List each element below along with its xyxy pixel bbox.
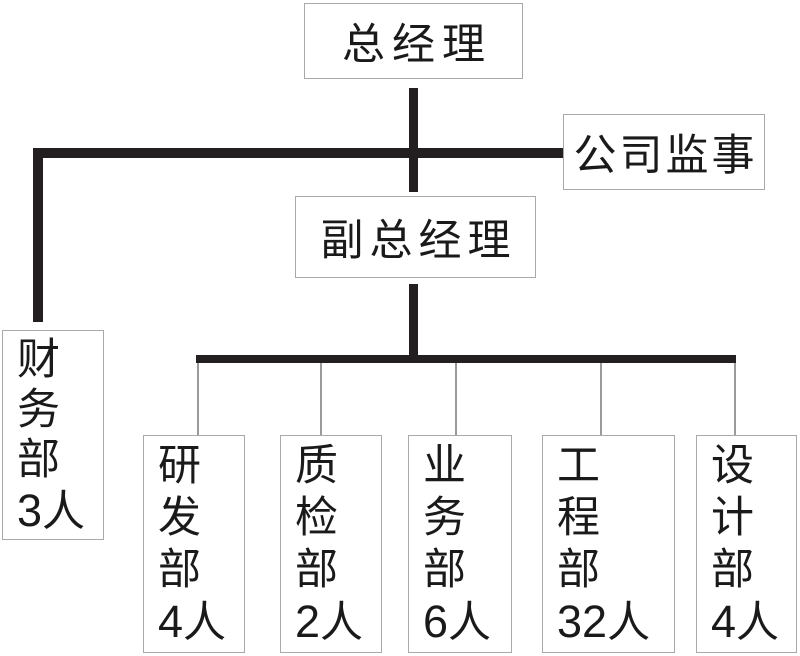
node-engineering-department: 工 程 部 32人	[542, 435, 675, 653]
node-design-char: 部	[711, 545, 754, 595]
node-finance-char: 部	[17, 435, 60, 485]
node-general-manager-label: 总经理	[342, 20, 492, 70]
connector-drop-engineering	[600, 363, 602, 435]
node-finance-department: 财 务 部 3人	[2, 330, 104, 540]
node-business-char: 务	[423, 493, 466, 543]
node-design-headcount: 4人	[711, 596, 780, 648]
connector-supervisor-horizontal	[33, 148, 563, 158]
node-design-char: 设	[711, 441, 754, 491]
node-company-supervisor-label: 公司监事	[573, 131, 758, 181]
node-finance-headcount: 3人	[17, 485, 86, 537]
node-business-char: 部	[423, 545, 466, 595]
node-rd-department: 研 发 部 4人	[143, 435, 245, 653]
node-general-manager: 总经理	[304, 3, 523, 79]
node-engineering-headcount: 32人	[557, 596, 651, 648]
node-business-headcount: 6人	[423, 596, 492, 648]
node-rd-headcount: 4人	[158, 596, 227, 648]
node-finance-char: 财	[17, 335, 60, 385]
node-company-supervisor: 公司监事	[563, 114, 765, 190]
node-qc-char: 质	[295, 441, 338, 491]
node-design-char: 计	[711, 493, 754, 543]
connector-departments-bus	[196, 355, 736, 363]
node-finance-char: 务	[17, 385, 60, 435]
node-engineering-char: 程	[557, 493, 600, 543]
connector-drop-qc	[320, 363, 322, 435]
node-engineering-char: 部	[557, 545, 600, 595]
connector-drop-business	[455, 363, 457, 435]
node-qc-headcount: 2人	[295, 596, 364, 648]
node-engineering-char: 工	[557, 441, 600, 491]
node-design-department: 设 计 部 4人	[696, 435, 797, 653]
connector-deputy-to-bus	[409, 284, 418, 363]
node-rd-char: 研	[158, 441, 201, 491]
connector-gm-to-deputy	[409, 88, 418, 192]
node-business-char: 业	[423, 441, 466, 491]
node-deputy-general-manager-label: 副总经理	[320, 216, 517, 266]
node-qc-char: 部	[295, 545, 338, 595]
node-rd-char: 部	[158, 545, 201, 595]
connector-drop-design	[734, 363, 736, 435]
node-business-department: 业 务 部 6人	[408, 435, 512, 653]
connector-finance-vertical	[33, 148, 43, 322]
node-qc-char: 检	[295, 493, 338, 543]
node-deputy-general-manager: 副总经理	[295, 196, 536, 278]
node-rd-char: 发	[158, 493, 201, 543]
node-qc-department: 质 检 部 2人	[280, 435, 382, 653]
connector-drop-rd	[197, 363, 199, 435]
